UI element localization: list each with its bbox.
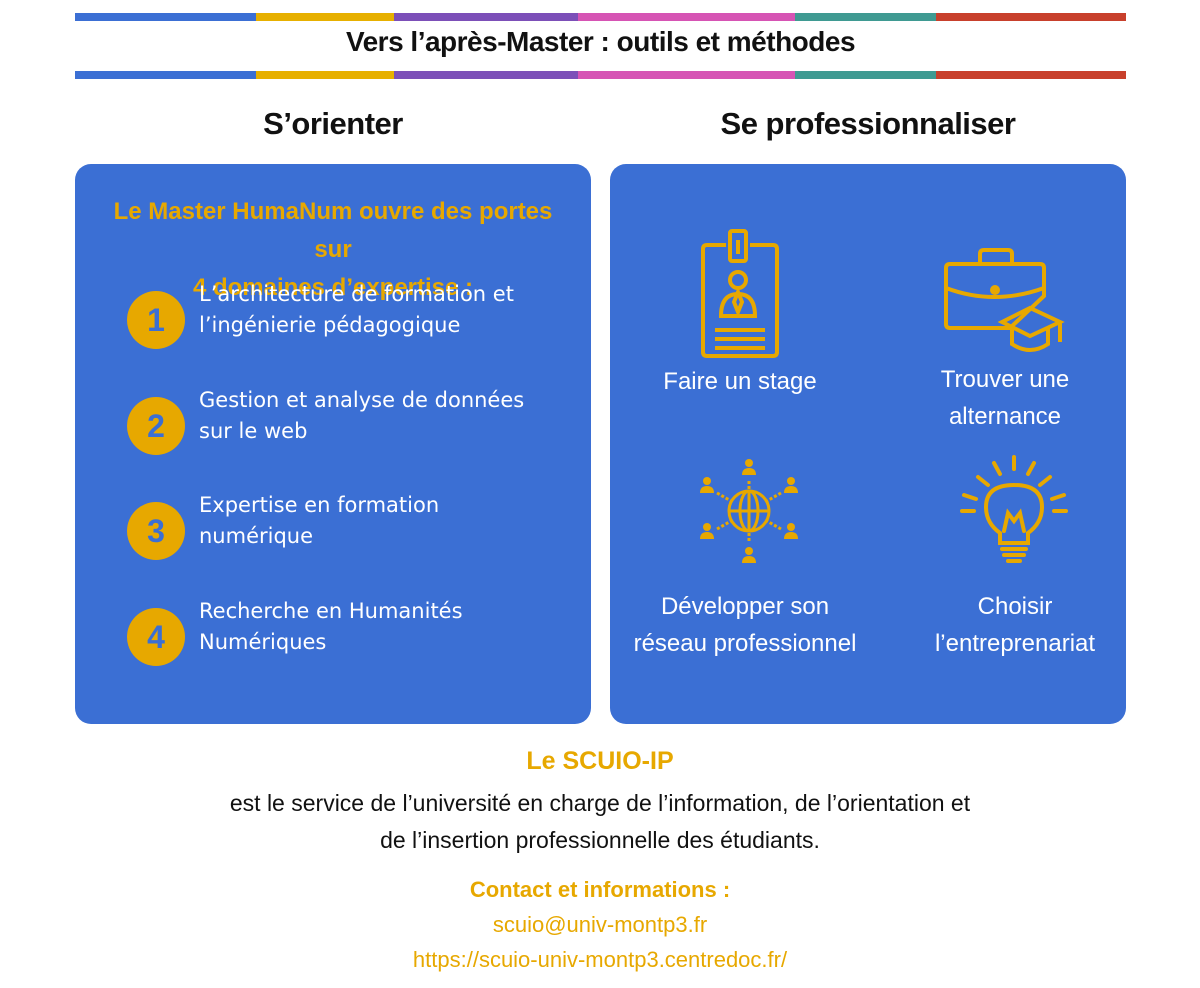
tile-reseau: Développer son réseau professionnel bbox=[625, 588, 865, 662]
stripe-segment bbox=[256, 13, 394, 21]
stripe-segment bbox=[256, 71, 394, 79]
page-title: Vers l’après-Master : outils et méthodes bbox=[345, 26, 856, 57]
domain-line: Numériques bbox=[199, 630, 327, 654]
contact-title: Contact et informations : bbox=[469, 877, 731, 902]
domain-line: L’architecture de formation et bbox=[199, 282, 514, 306]
list-item: 1 L’architecture de formation et l’ingén… bbox=[127, 282, 527, 361]
professionnaliser-heading: Se professionnaliser bbox=[720, 106, 1016, 141]
tile-line: alternance bbox=[948, 403, 1062, 430]
network-globe-icon bbox=[700, 459, 798, 563]
tile-line: Choisir bbox=[977, 593, 1053, 620]
domain-line: sur le web bbox=[199, 419, 308, 443]
stripe-segment bbox=[394, 71, 578, 79]
tile-line: réseau professionnel bbox=[633, 630, 857, 657]
lightbulb-icon bbox=[960, 455, 1068, 563]
domain-label: Gestion et analyse de données sur le web bbox=[199, 385, 539, 447]
orienter-heading: S’orienter bbox=[263, 106, 403, 141]
stripe-segment bbox=[795, 71, 936, 79]
stripe-segment bbox=[578, 13, 795, 21]
professionnaliser-panel bbox=[610, 164, 1126, 724]
tile-stage: Faire un stage bbox=[630, 363, 850, 400]
tile-line: l’entreprenariat bbox=[934, 630, 1096, 657]
bottom-color-stripe bbox=[75, 71, 1126, 79]
top-color-stripe bbox=[75, 13, 1126, 21]
domain-label: Recherche en Humanités Numériques bbox=[199, 596, 539, 658]
number-badge: 2 bbox=[127, 397, 185, 455]
tile-line: Faire un stage bbox=[663, 368, 817, 395]
number-badge: 4 bbox=[127, 608, 185, 666]
stripe-segment bbox=[75, 71, 256, 79]
scuio-title: Le SCUIO-IP bbox=[526, 747, 674, 775]
tile-entreprenariat: Choisir l’entreprenariat bbox=[910, 588, 1120, 662]
number-badge: 3 bbox=[127, 502, 185, 560]
stripe-segment bbox=[936, 13, 1126, 21]
domain-line: Recherche en Humanités bbox=[199, 599, 463, 623]
tile-alternance: Trouver une alternance bbox=[900, 361, 1110, 435]
number-badge: 1 bbox=[127, 291, 185, 349]
intro-text: Le Master HumaNum ouvre des portes sur 4… bbox=[95, 193, 571, 307]
scuio-description: est le service de l’université en charge… bbox=[200, 785, 1000, 859]
email-link[interactable]: scuio@univ-montp3.fr bbox=[492, 912, 708, 937]
domain-label: Expertise en formation numérique bbox=[199, 490, 539, 552]
domain-line: l’ingénierie pédagogique bbox=[199, 313, 461, 337]
domain-label: L’architecture de formation et l’ingénie… bbox=[199, 279, 539, 341]
domain-line: Gestion et analyse de données bbox=[199, 388, 525, 412]
stripe-segment bbox=[75, 13, 256, 21]
description-line: de l’insertion professionnelle des étudi… bbox=[380, 827, 820, 853]
stripe-segment bbox=[936, 71, 1126, 79]
list-item: 4 Recherche en Humanités Numériques bbox=[127, 599, 527, 678]
stripe-segment bbox=[578, 71, 795, 79]
intro-line: 4 domaines d’expertise : bbox=[192, 274, 474, 301]
domain-line: numérique bbox=[199, 524, 314, 548]
tile-line: Développer son bbox=[660, 593, 830, 620]
description-line: est le service de l’université en charge… bbox=[229, 790, 971, 816]
list-item: 2 Gestion et analyse de données sur le w… bbox=[127, 388, 527, 467]
badge-icon bbox=[701, 229, 779, 358]
stripe-segment bbox=[394, 13, 578, 21]
intro-line: Le Master HumaNum ouvre des portes sur bbox=[113, 198, 553, 263]
domain-line: Expertise en formation bbox=[199, 493, 440, 517]
stripe-segment bbox=[795, 13, 936, 21]
list-item: 3 Expertise en formation numérique bbox=[127, 493, 527, 572]
briefcase-graduation-icon bbox=[944, 248, 1065, 352]
website-link[interactable]: https://scuio-univ-montp3.centredoc.fr/ bbox=[412, 947, 788, 972]
tile-line: Trouver une bbox=[940, 366, 1070, 393]
